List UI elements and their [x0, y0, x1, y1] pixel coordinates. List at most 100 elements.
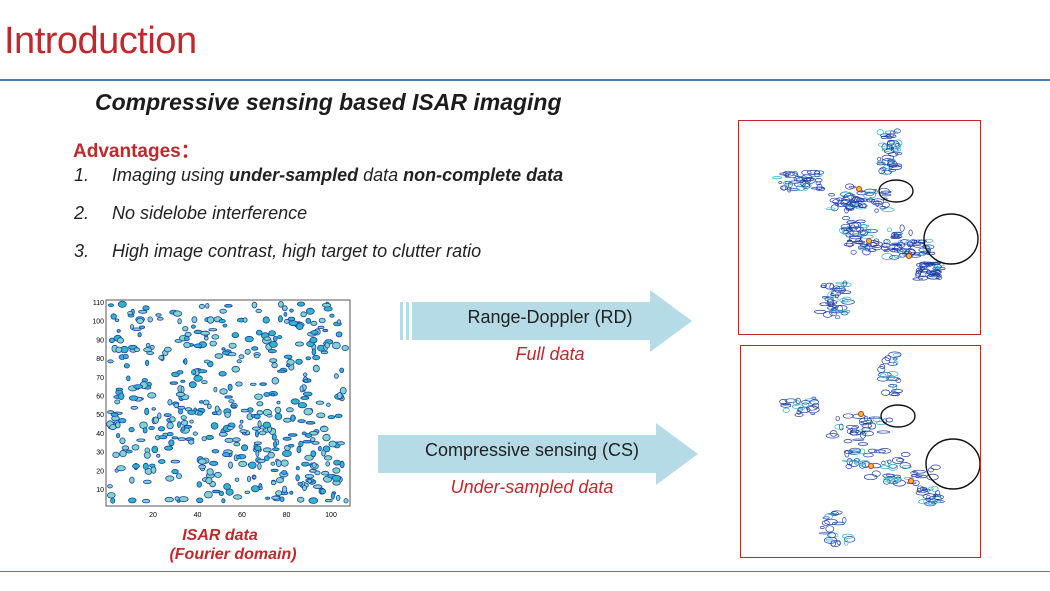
fourier-sample: [141, 498, 151, 504]
fourier-sample: [330, 492, 335, 500]
contour-line: [886, 459, 892, 464]
fourier-sample: [123, 363, 130, 369]
contour-line: [794, 412, 804, 417]
contour-line: [892, 231, 903, 236]
fourier-sample: [310, 330, 319, 335]
cs-arrow: [378, 423, 698, 485]
contour-line: [881, 243, 891, 248]
fourier-sample: [114, 399, 121, 405]
fourier-sample: [276, 369, 286, 373]
fourier-sample: [127, 311, 133, 316]
isar-caption-line1: ISAR data: [182, 527, 258, 544]
fourier-sample: [205, 303, 210, 309]
fourier-sample: [193, 375, 203, 382]
fourier-sample: [300, 396, 310, 400]
scatter-peak: [858, 411, 864, 417]
contour-line: [841, 296, 852, 303]
isar-caption-line2: (Fourier domain): [169, 546, 297, 563]
fourier-sample: [210, 422, 219, 430]
fourier-sample: [336, 319, 341, 325]
fourier-sample: [175, 391, 186, 397]
contour-line: [815, 181, 822, 186]
fourier-sample: [324, 342, 330, 349]
x-tick-label: 100: [325, 512, 337, 519]
contour-line: [842, 413, 854, 419]
contour-line: [926, 494, 931, 499]
highlight-ellipse: [923, 213, 979, 265]
fourier-sample: [250, 382, 257, 386]
fourier-sample: [333, 373, 339, 379]
contour-line: [795, 177, 807, 182]
fourier-sample: [191, 316, 198, 324]
contour-line: [855, 219, 866, 224]
advantage-item-2: 2.No sidelobe interference: [74, 203, 307, 224]
contour-line: [830, 511, 839, 516]
fourier-sample: [164, 346, 172, 353]
fourier-sample: [254, 393, 263, 400]
fourier-sample: [151, 445, 159, 454]
fourier-sample: [126, 375, 131, 382]
fourier-sample: [155, 313, 162, 317]
contour-line: [801, 402, 809, 408]
fourier-sample: [302, 484, 307, 492]
fourier-sample: [115, 346, 123, 353]
fourier-sample: [177, 421, 182, 428]
fourier-sample: [138, 309, 148, 314]
contour-line: [831, 305, 839, 308]
fourier-sample: [183, 358, 188, 365]
contour-line: [842, 280, 847, 287]
contour-line: [880, 245, 890, 251]
fourier-sample: [201, 436, 207, 442]
contour-line: [784, 181, 792, 185]
fourier-sample: [287, 433, 298, 437]
fourier-sample: [115, 387, 123, 391]
contour-line: [819, 526, 825, 529]
contour-line: [831, 300, 838, 305]
fourier-sample: [242, 317, 248, 323]
contour-line: [840, 199, 852, 205]
contour-line: [859, 448, 866, 455]
fourier-sample: [230, 404, 237, 408]
fourier-sample: [276, 459, 282, 468]
fourier-sample: [302, 391, 313, 397]
fourier-sample: [281, 305, 288, 312]
fourier-sample: [289, 308, 294, 313]
contour-line: [839, 309, 851, 314]
fourier-sample: [191, 369, 197, 376]
contour-line: [924, 501, 936, 507]
fourier-sample: [110, 497, 116, 504]
fourier-sample: [177, 318, 182, 325]
x-tick-label: 60: [238, 512, 246, 519]
fourier-sample: [176, 370, 184, 375]
fourier-sample: [228, 461, 233, 469]
fourier-sample: [196, 481, 202, 488]
fourier-sample: [266, 413, 273, 418]
fourier-sample: [227, 425, 234, 430]
contour-line: [855, 238, 862, 243]
advantages-heading: Advantages：: [73, 141, 200, 162]
fourier-sample: [321, 302, 332, 308]
contour-line: [888, 163, 903, 168]
contour-line: [863, 474, 878, 481]
advantage-item-3: 3.High image contrast, high target to cl…: [74, 241, 481, 262]
fourier-sample: [170, 459, 181, 464]
title-divider: [0, 79, 1050, 81]
contour-line: [877, 156, 882, 162]
fourier-sample: [267, 451, 275, 459]
fourier-sample: [287, 316, 296, 322]
fourier-sample: [136, 438, 146, 442]
contour-line: [827, 532, 836, 539]
contour-line: [881, 253, 893, 260]
contour-line: [866, 240, 880, 247]
fourier-sample: [277, 315, 283, 323]
cs-label: Compressive sensing (CS): [424, 440, 640, 460]
fourier-sample: [187, 439, 195, 445]
contour-line: [877, 366, 886, 373]
fourier-sample: [197, 369, 208, 374]
fourier-sample: [233, 494, 243, 500]
fourier-sample: [310, 320, 318, 326]
contour-line: [893, 233, 899, 238]
fourier-sample: [305, 317, 312, 324]
fourier-sample: [289, 490, 294, 495]
contour-line: [826, 298, 835, 306]
